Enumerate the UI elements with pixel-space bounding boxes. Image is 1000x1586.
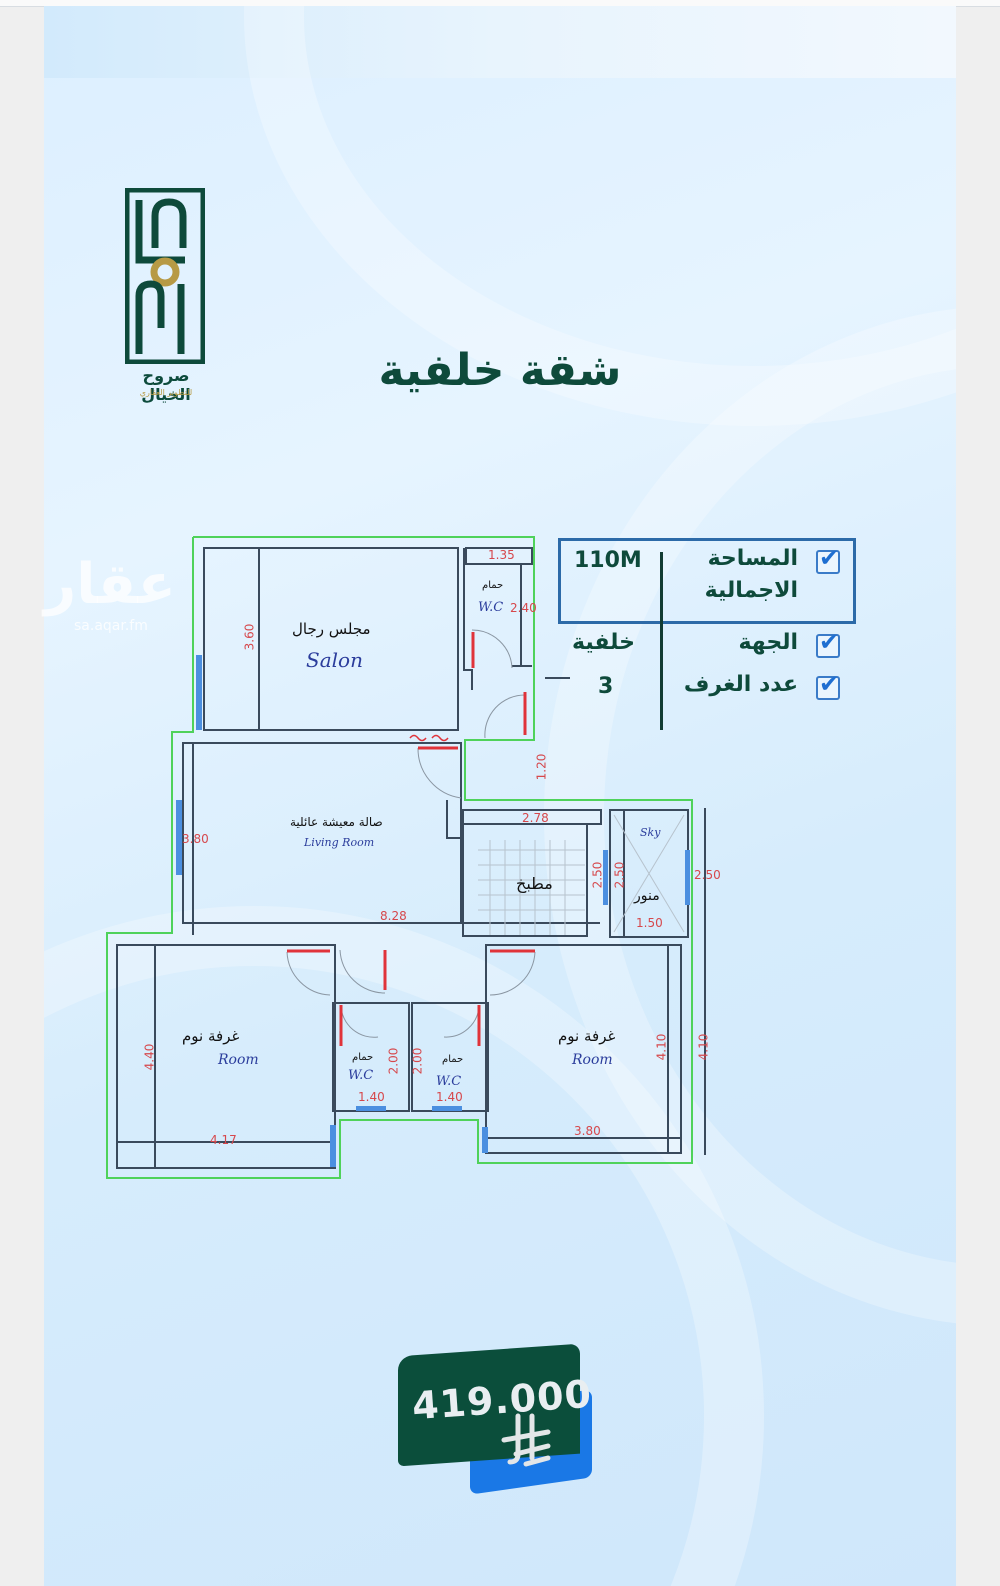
dim-wc-top-height: 2.40 — [510, 601, 537, 615]
room-label-wc-right-ar: حمام — [442, 1054, 464, 1065]
spec-label-area-1: المساحة — [707, 546, 798, 571]
room-label-wc-left-ar: حمام — [352, 1052, 374, 1063]
page-title: شقة خلفية — [378, 345, 622, 396]
dim-bed-left-width: 4.17 — [210, 1133, 237, 1147]
room-label-bedroom-left-ar: غرفة نوم — [182, 1027, 240, 1045]
dim-wc-right-height: 2.00 — [410, 1047, 425, 1075]
room-label-living-en: Living Room — [304, 836, 375, 849]
brand-tagline: للتطوير العقاري — [139, 388, 193, 397]
dim-kitchen-width: 2.78 — [522, 811, 549, 825]
listing-poster — [44, 6, 956, 1586]
dim-bed-right-height-b: 4.10 — [696, 1033, 711, 1061]
spec-label-area-2: الاجمالية — [704, 578, 798, 603]
dim-sky-width: 1.50 — [636, 916, 663, 930]
dim-kitchen-height: 2.50 — [590, 861, 605, 889]
price-badge: 419.000 — [398, 1340, 598, 1495]
room-label-wc-top-en: W.C — [478, 600, 504, 615]
windows — [176, 655, 690, 1167]
spec-label-direction: الجهة — [738, 630, 798, 655]
opening-marks — [409, 734, 449, 742]
specs-divider — [660, 552, 663, 730]
dim-bed-left-height: 4.40 — [142, 1043, 157, 1071]
kitchen-tiles — [478, 814, 685, 935]
saudi-riyal-icon — [501, 1413, 551, 1467]
dim-living-width: 8.28 — [380, 909, 407, 923]
watermark-logo: عقار — [44, 552, 176, 617]
checkbox-direction: ✔ — [816, 628, 840, 658]
room-label-salon-ar: مجلس رجال — [292, 620, 371, 638]
specs-panel: ✔ المساحة الاجمالية 110M ✔ الجهة خلفية ✔… — [540, 530, 870, 730]
room-label-sky-ar: منور — [634, 888, 660, 904]
dim-wc-right-width: 1.40 — [436, 1090, 463, 1104]
specs-highlight-box — [558, 538, 856, 624]
check-icon: ✔ — [819, 544, 840, 572]
room-label-bedroom-right-ar: غرفة نوم — [558, 1027, 616, 1045]
room-label-living-ar: صالة معيشة عائلية — [290, 815, 383, 829]
check-icon: ✔ — [819, 670, 840, 698]
dim-bed-right-width: 3.80 — [574, 1124, 601, 1138]
brand-name: صروح الخيال — [141, 366, 191, 404]
spec-value-rooms: 3 — [598, 674, 614, 699]
dim-kitchen-height-b: 2.50 — [612, 861, 627, 889]
dim-living-height: 3.80 — [182, 832, 209, 846]
dim-wc-top-width: 1.35 — [488, 548, 515, 562]
check-icon: ✔ — [819, 628, 840, 656]
watermark-url: sa.aqar.fm — [74, 618, 148, 634]
room-label-bedroom-left-en: Room — [218, 1052, 259, 1068]
spec-label-rooms: عدد الغرف — [683, 672, 798, 697]
dim-bed-right-height: 4.10 — [654, 1033, 669, 1061]
room-label-sky-en: Sky — [640, 826, 661, 839]
dim-sky-height: 2.50 — [694, 868, 721, 882]
walls — [116, 547, 706, 1169]
room-label-kitchen-ar: مطبخ — [516, 874, 553, 893]
room-label-wc-top-ar: حمام — [482, 580, 504, 591]
spec-value-area: 110M — [574, 548, 642, 573]
dim-corridor-height: 1.20 — [534, 753, 549, 781]
room-label-wc-left-en: W.C — [348, 1068, 374, 1083]
doors — [287, 632, 535, 1046]
door-swings — [286, 629, 536, 1038]
spec-value-direction: خلفية — [572, 630, 635, 655]
dim-salon-height: 3.60 — [242, 623, 257, 651]
room-label-wc-right-en: W.C — [436, 1074, 462, 1089]
dim-wc-left-height: 2.00 — [386, 1047, 401, 1075]
brand-logo-icon — [125, 188, 205, 364]
dim-wc-left-width: 1.40 — [358, 1090, 385, 1104]
outer-boundary — [106, 536, 693, 1179]
checkbox-area: ✔ — [816, 544, 840, 574]
room-label-bedroom-right-en: Room — [572, 1052, 613, 1068]
checkbox-rooms: ✔ — [816, 670, 840, 700]
room-label-salon-en: Salon — [306, 648, 363, 672]
